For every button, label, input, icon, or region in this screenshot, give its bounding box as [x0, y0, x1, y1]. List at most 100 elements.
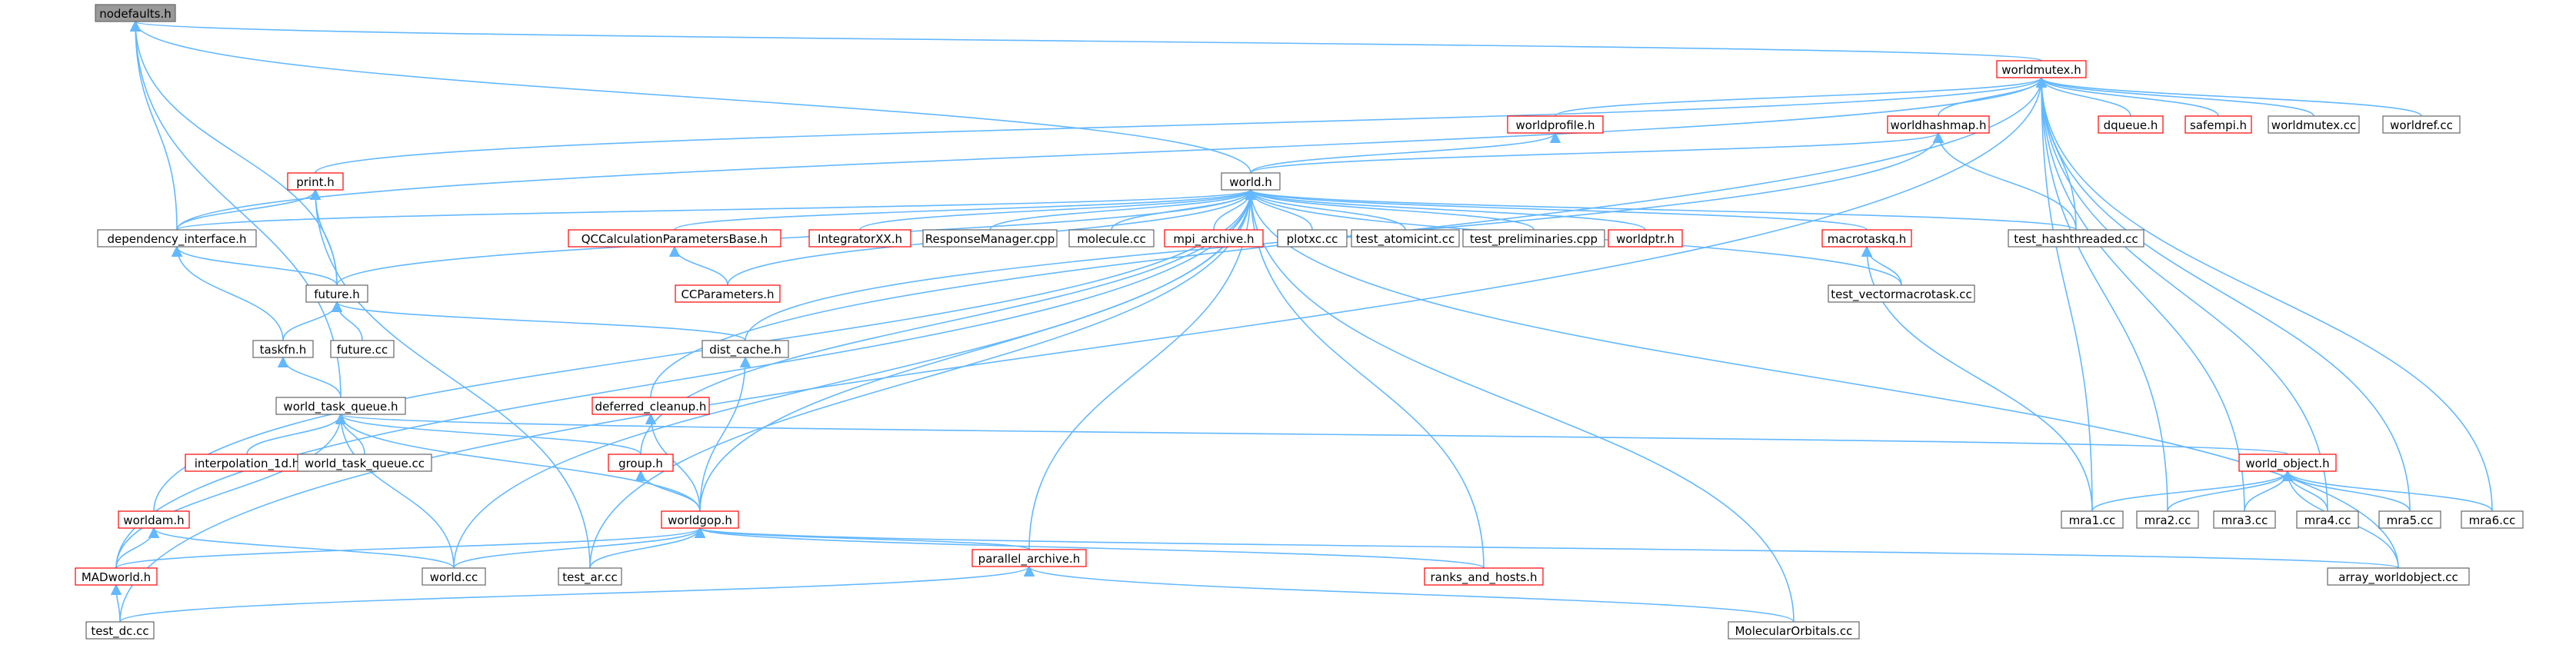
node-box: [287, 172, 344, 191]
edge-world-object-h-to-world-task-queue-h: [336, 413, 2288, 455]
node-dist-cache-h[interactable]: dist_cache.h: [701, 340, 789, 358]
node-box: [2213, 510, 2276, 529]
node-qccalculationparametersbase-h[interactable]: QCCalculationParametersBase.h: [568, 229, 781, 248]
node-plotxc-cc[interactable]: plotxc.cc: [1277, 229, 1348, 248]
edge-worldptr-h-to-world-h: [1245, 188, 1646, 231]
edge-world-cc-to-worldgop-h: [453, 527, 706, 569]
edge-dependency-interface-h-to-print-h: [176, 188, 322, 231]
node-future-h[interactable]: future.h: [305, 284, 368, 303]
node-dqueue-h[interactable]: dqueue.h: [2098, 115, 2164, 134]
node-madworld-h[interactable]: MADworld.h: [75, 567, 158, 586]
node-responsemanager-cpp[interactable]: ResponseManager.cpp: [922, 229, 1058, 248]
edge-test-hashthreaded-cc-to-world-h: [1245, 188, 2077, 231]
node-label: mra4.cc: [2304, 513, 2351, 527]
node-label: interpolation_1d.h: [195, 457, 300, 471]
node-test-dc-cc[interactable]: test_dc.cc: [85, 621, 155, 640]
node-interpolation-1d-h[interactable]: interpolation_1d.h: [185, 454, 309, 472]
node-mra1-cc[interactable]: mra1.cc: [2061, 510, 2124, 529]
node-world-object-h[interactable]: world_object.h: [2238, 454, 2337, 472]
node-label: world_task_queue.h: [283, 400, 398, 414]
node-safempi-h[interactable]: safempi.h: [2184, 115, 2252, 134]
node-label: ResponseManager.cpp: [925, 232, 1055, 246]
node-label: worldptr.h: [1616, 232, 1675, 246]
node-world-h[interactable]: world.h: [1221, 172, 1281, 191]
node-taskfn-h[interactable]: taskfn.h: [252, 340, 314, 358]
node-world-task-queue-cc[interactable]: world_task_queue.cc: [297, 454, 432, 472]
node-label: world.h: [1229, 175, 1272, 189]
node-label: world.cc: [430, 570, 478, 584]
node-box: [568, 229, 781, 248]
node-box: [1068, 229, 1155, 248]
node-box: [2098, 115, 2164, 134]
node-mra3-cc[interactable]: mra3.cc: [2213, 510, 2276, 529]
node-worldref-cc[interactable]: worldref.cc: [2382, 115, 2461, 134]
node-worldhashmap-h[interactable]: worldhashmap.h: [1887, 115, 1990, 134]
node-box: [2061, 510, 2124, 529]
edge-molecularorbitals-cc-to-parallel-archive-h: [1024, 565, 1795, 623]
node-mra6-cc[interactable]: mra6.cc: [2461, 510, 2524, 529]
node-print-h[interactable]: print.h: [287, 172, 344, 191]
node-array-worldobject-cc[interactable]: array_worldobject.cc: [2327, 567, 2470, 586]
node-label: future.cc: [337, 343, 388, 357]
node-label: future.h: [314, 287, 360, 301]
node-label: taskfn.h: [260, 343, 307, 357]
node-worldmutex-cc[interactable]: worldmutex.cc: [2268, 115, 2360, 134]
edge-madworld-h-to-world-h: [115, 188, 1257, 569]
node-label: dependency_interface.h: [107, 232, 246, 247]
edge-mra5-cc-to-worldmutex-h: [2035, 76, 2411, 512]
node-molecule-cc[interactable]: molecule.cc: [1068, 229, 1155, 248]
node-box: [1821, 229, 1912, 248]
node-world-task-queue-h[interactable]: world_task_queue.h: [275, 397, 406, 415]
node-world-cc[interactable]: world.cc: [422, 567, 486, 586]
edge-dependency-interface-h-to-nodefaults-h: [129, 20, 178, 231]
node-parallel-archive-h[interactable]: parallel_archive.h: [971, 549, 1087, 567]
node-ranks-and-hosts-h[interactable]: ranks_and_hosts.h: [1424, 567, 1544, 586]
node-mpi-archive-h[interactable]: mpi_archive.h: [1164, 229, 1264, 248]
node-test-hashthreaded-cc[interactable]: test_hashthreaded.cc: [2008, 229, 2144, 248]
edge-worldgop-h-to-group-h: [635, 470, 701, 512]
node-deferred-cleanup-h[interactable]: deferred_cleanup.h: [592, 397, 710, 415]
node-label: mra3.cc: [2221, 513, 2268, 527]
edge-dependency-interface-h-to-worldmutex-h: [176, 76, 2047, 231]
node-label: world_task_queue.cc: [305, 457, 425, 471]
node-label: test_hashthreaded.cc: [2014, 232, 2138, 247]
node-label: dist_cache.h: [709, 343, 781, 357]
node-box: [661, 510, 739, 529]
node-label: parallel_archive.h: [978, 552, 1081, 567]
node-dependency-interface-h[interactable]: dependency_interface.h: [97, 229, 257, 248]
node-macrotaskq-h[interactable]: macrotaskq.h: [1821, 229, 1912, 248]
edge-worldref-cc-to-worldmutex-h: [2036, 76, 2422, 117]
node-box: [2238, 454, 2337, 472]
node-ccparameters-h[interactable]: CCParameters.h: [675, 284, 781, 303]
node-label: CCParameters.h: [681, 287, 774, 301]
edge-ranks-and-hosts-h-to-worldgop-h: [695, 527, 1485, 569]
node-worldprofile-h[interactable]: worldprofile.h: [1507, 115, 1604, 134]
node-label: worldgop.h: [668, 513, 732, 527]
node-box: [558, 567, 622, 586]
node-box: [97, 229, 257, 248]
node-worldam-h[interactable]: worldam.h: [118, 510, 190, 529]
node-test-atomicint-cc[interactable]: test_atomicint.cc: [1351, 229, 1460, 248]
node-future-cc[interactable]: future.cc: [330, 340, 395, 358]
node-label: safempi.h: [2190, 118, 2247, 132]
node-worldmutex-h[interactable]: worldmutex.h: [1996, 60, 2087, 78]
node-mra5-cc[interactable]: mra5.cc: [2378, 510, 2441, 529]
edge-world-cc-to-world-task-queue-h: [335, 413, 455, 569]
edge-array-worldobject-cc-to-world-h: [1245, 188, 2399, 569]
node-label: print.h: [296, 175, 335, 189]
node-test-ar-cc[interactable]: test_ar.cc: [558, 567, 622, 586]
edge-parallel-archive-h-to-worldgop-h: [695, 527, 1030, 550]
node-worldptr-h[interactable]: worldptr.h: [1608, 229, 1683, 248]
edge-taskfn-h-to-future-h: [282, 301, 343, 341]
node-mra4-cc[interactable]: mra4.cc: [2296, 510, 2359, 529]
node-mra2-cc[interactable]: mra2.cc: [2136, 510, 2199, 529]
node-group-h[interactable]: group.h: [608, 454, 674, 472]
node-integratorxx-h[interactable]: IntegratorXX.h: [808, 229, 911, 248]
node-box: [1277, 229, 1348, 248]
edge-world-task-queue-h-to-nodefaults-h: [129, 20, 342, 398]
node-test-vectormacrotask-cc[interactable]: test_vectormacrotask.cc: [1828, 284, 1975, 303]
node-label: test_vectormacrotask.cc: [1831, 287, 1972, 302]
node-worldgop-h[interactable]: worldgop.h: [661, 510, 739, 529]
node-test-preliminaries-cpp[interactable]: test_preliminaries.cpp: [1462, 229, 1605, 248]
node-molecularorbitals-cc[interactable]: MolecularOrbitals.cc: [1728, 621, 1860, 640]
